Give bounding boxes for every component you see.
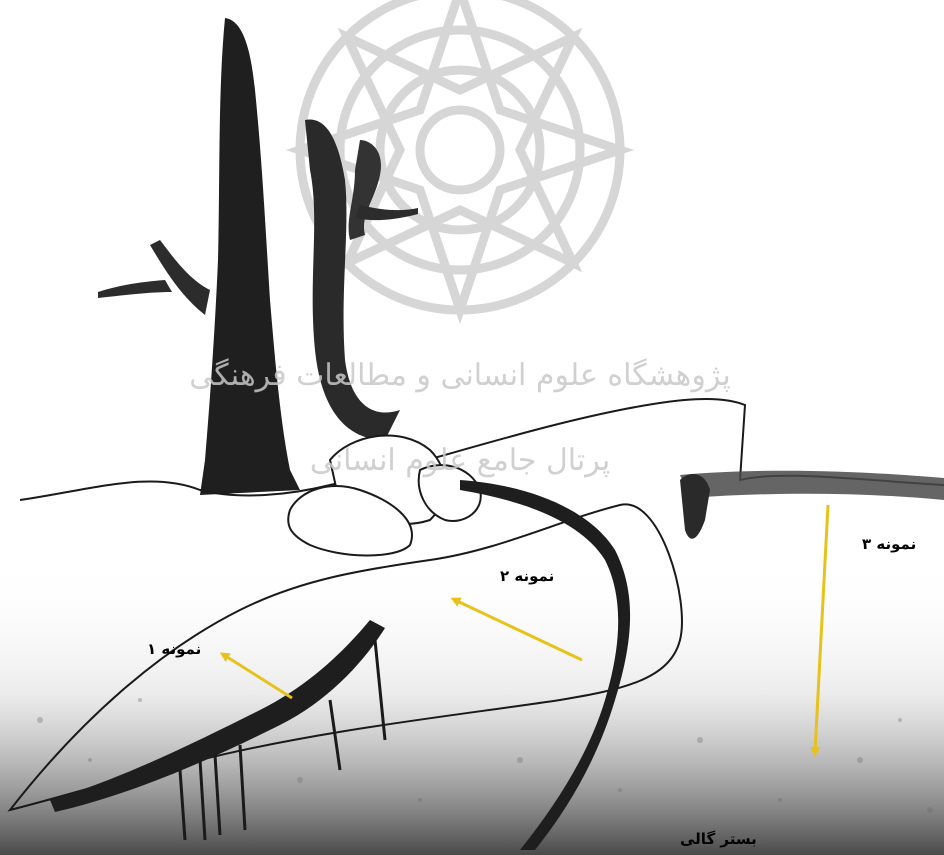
label-sample-3: نمونه ۳ bbox=[862, 535, 916, 553]
watermark-line-2: پرتال جامع علوم انسانی bbox=[310, 443, 610, 478]
label-sample-2: نمونه ۲ bbox=[500, 567, 554, 585]
watermark-rosette bbox=[300, 0, 620, 310]
root-sample-3 bbox=[680, 474, 710, 539]
surface-right bbox=[680, 471, 944, 500]
label-gully-bed: بستر گالی bbox=[680, 830, 757, 848]
ground-shading bbox=[0, 560, 944, 855]
label-sample-1: نمونه ۱ bbox=[147, 640, 201, 658]
watermark-line-1: پژوهشگاه علوم انسانی و مطالعات فرهنگی bbox=[189, 358, 731, 393]
